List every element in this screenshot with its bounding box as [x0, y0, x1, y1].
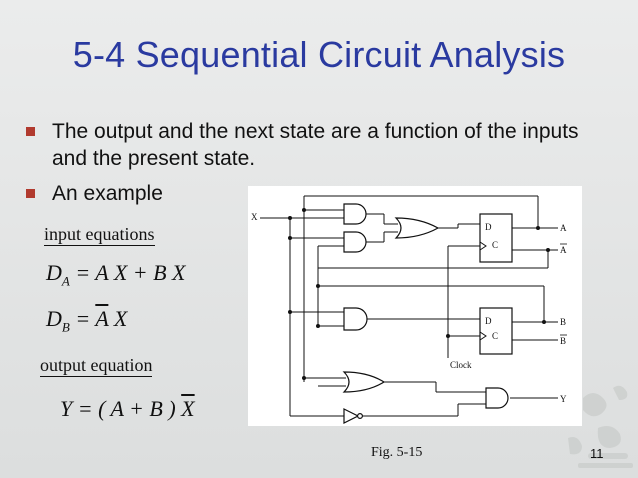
bullet-text: An example — [52, 182, 163, 205]
bullet-marker — [26, 127, 35, 136]
equation-db: DB = A X — [46, 306, 128, 335]
page-number: 11 — [590, 446, 604, 461]
equation-y: Y = ( A + B ) X — [60, 396, 195, 421]
clock-label: Clock — [450, 360, 472, 370]
output-a-bar-label: A — [560, 245, 567, 255]
equation-da: DA = A X + B X — [46, 260, 186, 289]
not-gate — [343, 408, 360, 424]
bullet-item-1: The output and the next state are a func… — [26, 118, 592, 172]
output-a-label: A — [560, 223, 567, 233]
output-b-bar-label: B — [560, 336, 566, 346]
and-gate-4 — [485, 387, 509, 409]
flip-flop-a — [479, 213, 513, 263]
circuit-diagram: X D C D C Clock A A B B Y — [248, 186, 582, 426]
figure-caption: Fig. 5-15 — [371, 445, 423, 460]
or-gate-1 — [394, 217, 440, 239]
output-equation-heading: output equation — [40, 355, 153, 377]
ff-b-d-label: D — [485, 316, 492, 326]
decorative-pattern — [568, 385, 633, 468]
output-y-label: Y — [560, 394, 567, 404]
ff-a-d-label: D — [485, 222, 492, 232]
slide-title: 5-4 Sequential Circuit Analysis — [72, 34, 566, 75]
or-gate-2 — [342, 371, 386, 393]
input-x-label: X — [251, 212, 258, 222]
ff-b-c-label: C — [492, 331, 498, 341]
ff-a-c-label: C — [492, 240, 498, 250]
bullet-item-2: An example — [26, 180, 592, 207]
input-equations-heading: input equations — [44, 224, 155, 246]
bullet-marker — [26, 189, 35, 198]
and-gate-1 — [343, 203, 367, 225]
flip-flop-b — [479, 307, 513, 355]
bullet-text: The output and the next state are a func… — [52, 120, 579, 170]
output-b-label: B — [560, 317, 566, 327]
and-gate-2 — [343, 231, 367, 253]
and-gate-3 — [343, 307, 368, 331]
